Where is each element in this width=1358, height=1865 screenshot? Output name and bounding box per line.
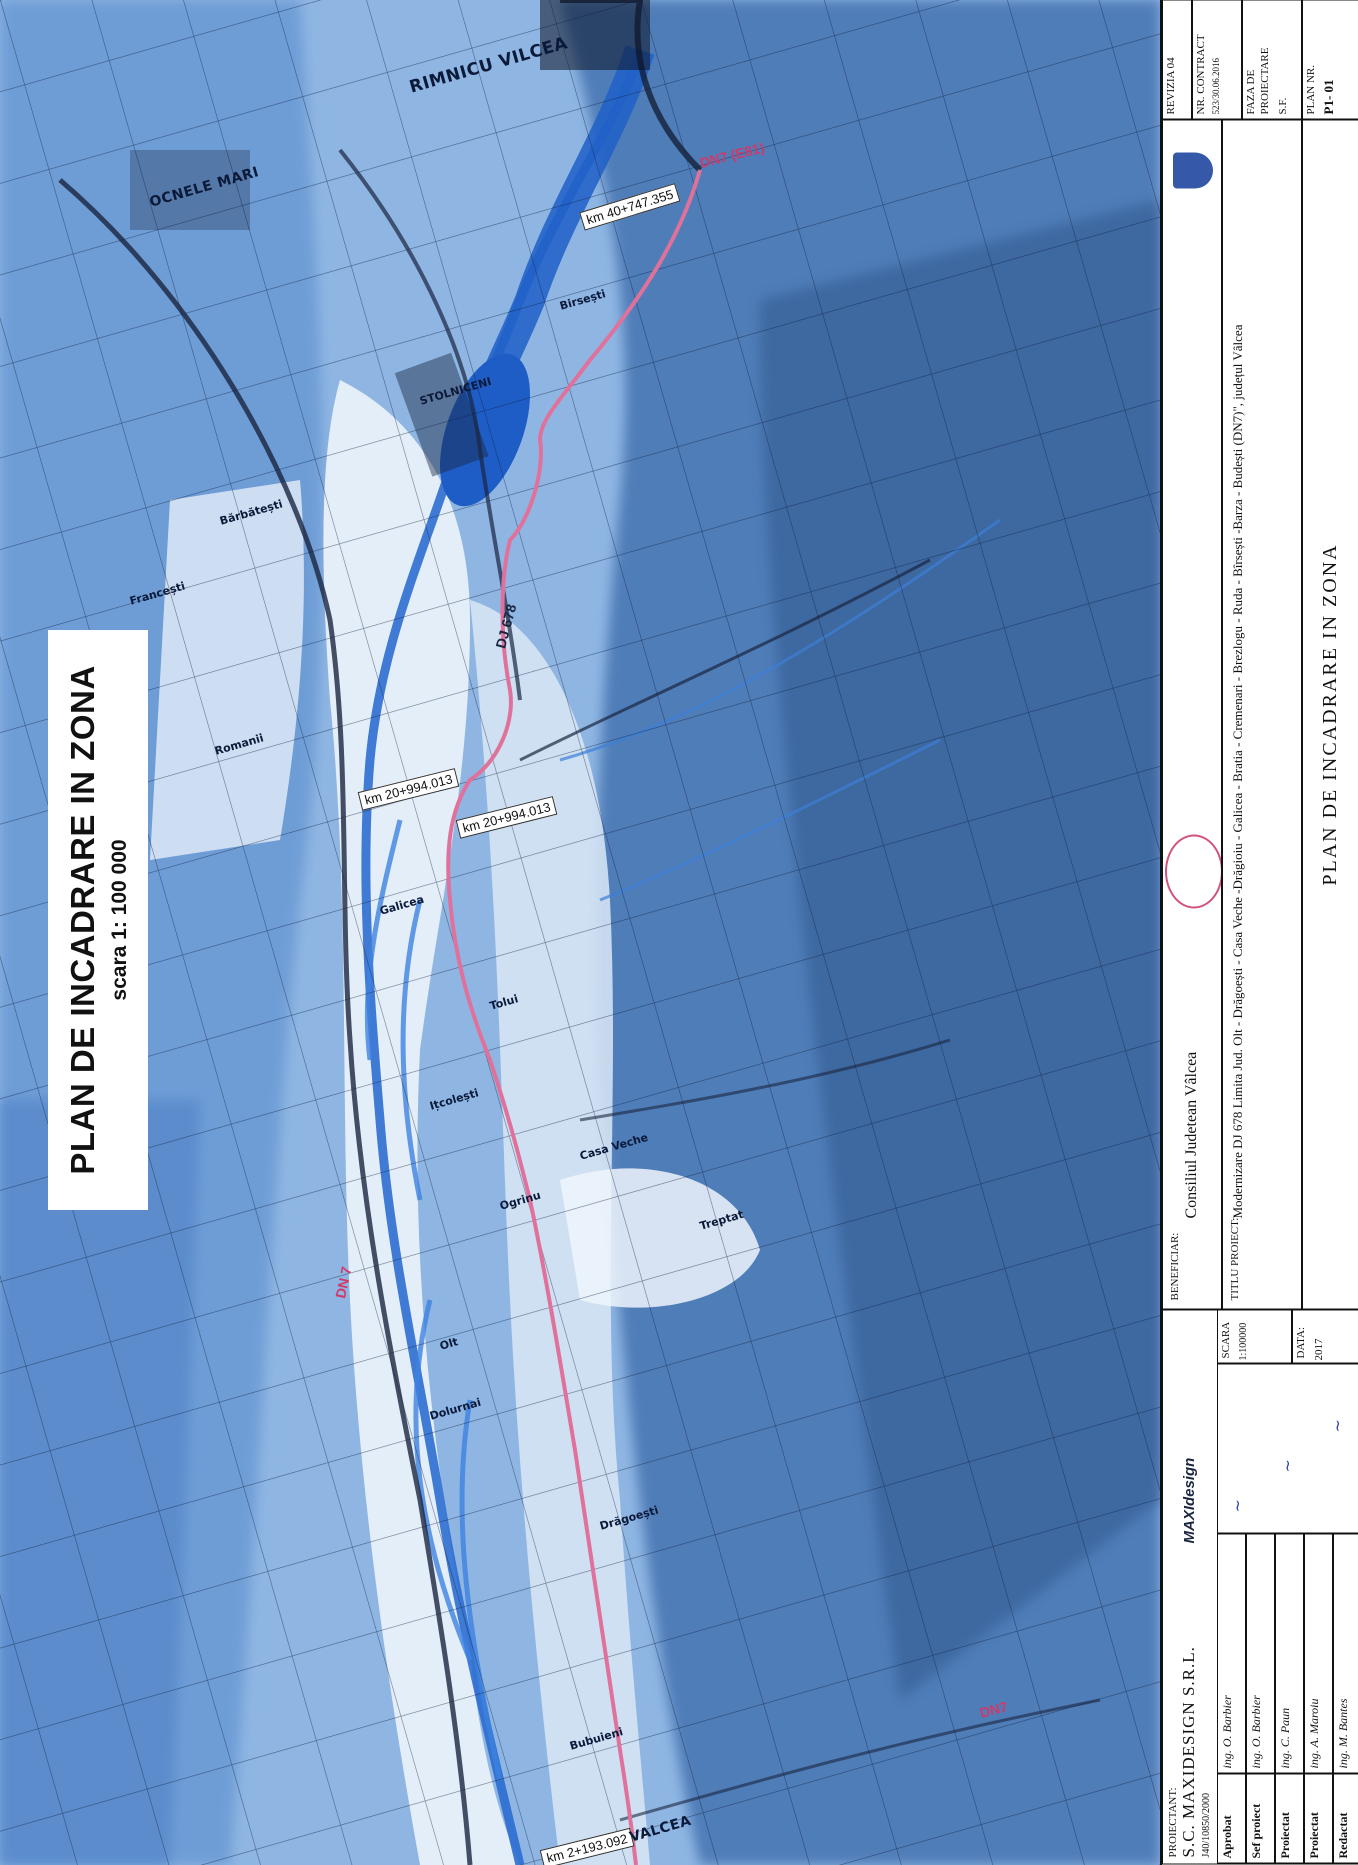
plan-nr-label: PLAN Nr.	[1305, 64, 1317, 115]
row-role-4: Redactat	[1336, 1812, 1350, 1859]
row-role-2: Proiectat	[1278, 1812, 1292, 1859]
map-title-block: PLAN DE INCADRARE IN ZONA scara 1: 100 0…	[48, 630, 148, 1210]
coat-of-arms-icon	[1173, 152, 1213, 189]
topographic-map: PLAN DE INCADRARE IN ZONA scara 1: 100 0…	[0, 0, 1160, 1865]
beneficiar-block: BENEFICIAR: Consiliul Judetean Vâlcea	[1162, 119, 1222, 1310]
data-value: 2017	[1312, 1338, 1325, 1361]
row-name-2: ing. C. Paun	[1278, 1707, 1292, 1769]
revizia-value: REVIZIA 04	[1165, 57, 1177, 115]
revizia-cell: REVIZIA 04	[1162, 0, 1192, 120]
route-dj678	[446, 169, 702, 1865]
row-role-3: Proiectat	[1307, 1812, 1321, 1859]
proiectant-block: PROIECTANT: S.C. MAXIDESIGN S.R.L. J40/1…	[1162, 1309, 1358, 1865]
titlu-block: TITLU PROIECT: Modernizare DJ 678 Limita…	[1222, 119, 1302, 1310]
map-scale: scara 1: 100 000	[108, 839, 131, 1001]
scara-label: SCARA	[1220, 1321, 1232, 1359]
titlu-value: Modernizare DJ 678 Limita Jud. Olt - Dră…	[1230, 324, 1245, 1219]
faza-cell: FAZA DE PROIECTARE S.F.	[1242, 0, 1302, 120]
beneficiar-label: BENEFICIAR:	[1169, 1232, 1181, 1301]
faza-label: FAZA DE PROIECTARE	[1245, 47, 1271, 115]
map-title: PLAN DE INCADRARE IN ZONA	[64, 665, 101, 1175]
scara-cell: SCARA 1:100000	[1217, 1309, 1292, 1364]
signature-mark: ~	[1328, 1419, 1347, 1433]
signature-mark: ~	[1278, 1459, 1297, 1473]
data-label: DATA:	[1295, 1326, 1307, 1359]
titlu-label: TITLU PROIECT:	[1229, 1217, 1241, 1301]
row-name-0: ing. O. Barbier	[1220, 1695, 1234, 1769]
faza-value: S.F.	[1276, 97, 1289, 115]
map-grid	[0, 0, 1160, 1865]
plan-nr-cell: PLAN Nr. P1- 01	[1302, 0, 1358, 120]
data-cell: DATA: 2017	[1292, 1309, 1358, 1364]
company-reg: J40/10850/2000	[1201, 1793, 1212, 1858]
company-name: S.C. MAXIDESIGN S.R.L.	[1179, 1646, 1198, 1858]
beneficiar-value: Consiliul Judetean Vâlcea	[1183, 1051, 1200, 1219]
row-name-1: ing. O. Barbier	[1249, 1695, 1263, 1769]
scara-value: 1:100000	[1237, 1322, 1249, 1361]
contract-cell: NR. CONTRACT 523/30.06.2016	[1192, 0, 1242, 120]
signature-mark: ~	[1228, 1499, 1247, 1513]
company-logo: MAXIdesign	[1181, 1457, 1198, 1544]
signatures-area: ~ ~ ~	[1217, 1363, 1358, 1534]
plan-nr-value: P1- 01	[1320, 79, 1336, 115]
map-canvas	[0, 0, 1160, 1865]
plan-title: PLAN DE INCADRARE IN ZONA	[1319, 543, 1341, 886]
contract-value: 523/30.06.2016	[1210, 57, 1221, 115]
plan-title-block: PLAN DE INCADRARE IN ZONA	[1302, 119, 1358, 1310]
row-name-4: ing. M. Bantes	[1336, 1698, 1350, 1769]
row-role-1: Sef proiect	[1249, 1803, 1263, 1859]
stamp-seal	[1165, 834, 1222, 909]
contract-label: NR. CONTRACT	[1195, 34, 1207, 115]
row-name-3: ing. A. Maroiu	[1307, 1698, 1321, 1769]
drawing-title-block: PROIECTANT: S.C. MAXIDESIGN S.R.L. J40/1…	[1160, 0, 1358, 1865]
row-role-0: Aprobat	[1220, 1815, 1234, 1859]
